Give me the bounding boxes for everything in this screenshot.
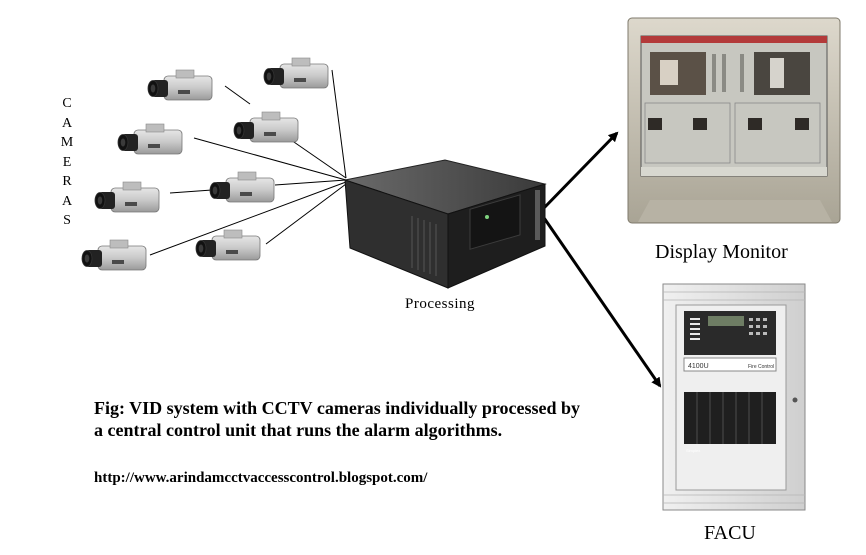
connection-line <box>274 179 347 186</box>
facu-modules <box>696 392 763 444</box>
figure-caption: Fig: VID system with CCTV cameras indivi… <box>94 398 581 440</box>
facu-maker-text: Simplex <box>686 448 700 453</box>
cameras-label: CAMERAS <box>60 96 74 228</box>
server-drive-bay <box>469 194 521 250</box>
facu-panel-title: Fire Control <box>748 364 774 370</box>
camera-6 <box>209 171 275 203</box>
facu-nameplate <box>683 357 777 372</box>
camera-5 <box>94 181 160 213</box>
screen-panels <box>644 102 821 164</box>
connection-line <box>149 181 347 256</box>
camera-4 <box>233 111 299 143</box>
server-power-led <box>485 215 489 219</box>
connection-line <box>290 139 347 179</box>
connection-line <box>169 189 213 194</box>
server-front-vents <box>411 216 437 276</box>
facu-door-lock <box>792 397 798 403</box>
caption-url: http://www.arindamcctvaccesscontrol.blog… <box>94 470 428 486</box>
processing-label: Processing <box>405 296 475 312</box>
camera-connection-lines <box>149 69 347 256</box>
arrow-to-facu <box>540 214 662 388</box>
facu-brand-text: 4100U <box>688 363 709 370</box>
screen-controls <box>712 54 744 92</box>
display-monitor-label: Display Monitor <box>655 241 788 263</box>
arrow-to-display <box>540 131 619 212</box>
connection-line <box>193 137 347 181</box>
screen-statusbar <box>641 167 827 176</box>
connection-line <box>224 85 251 105</box>
camera-2 <box>263 57 329 89</box>
facu-cabinet: 4100U Fire Control Simplex <box>662 283 806 511</box>
camera-3 <box>117 123 183 155</box>
facu-keypad <box>749 318 767 335</box>
facu-label: FACU <box>704 522 756 544</box>
processing-server <box>343 159 547 289</box>
screen-titlebar <box>641 36 827 43</box>
server-handle <box>535 190 540 240</box>
facu-lcd <box>708 316 744 326</box>
camera-7 <box>81 239 147 271</box>
camera-1 <box>147 69 213 101</box>
screen-thumbnails <box>648 118 809 130</box>
connection-line <box>265 183 347 245</box>
display-monitor <box>627 17 841 224</box>
facu-module-panel <box>684 392 776 444</box>
connection-line <box>331 69 347 179</box>
facu-leds <box>690 318 700 340</box>
camera-8 <box>195 229 261 261</box>
